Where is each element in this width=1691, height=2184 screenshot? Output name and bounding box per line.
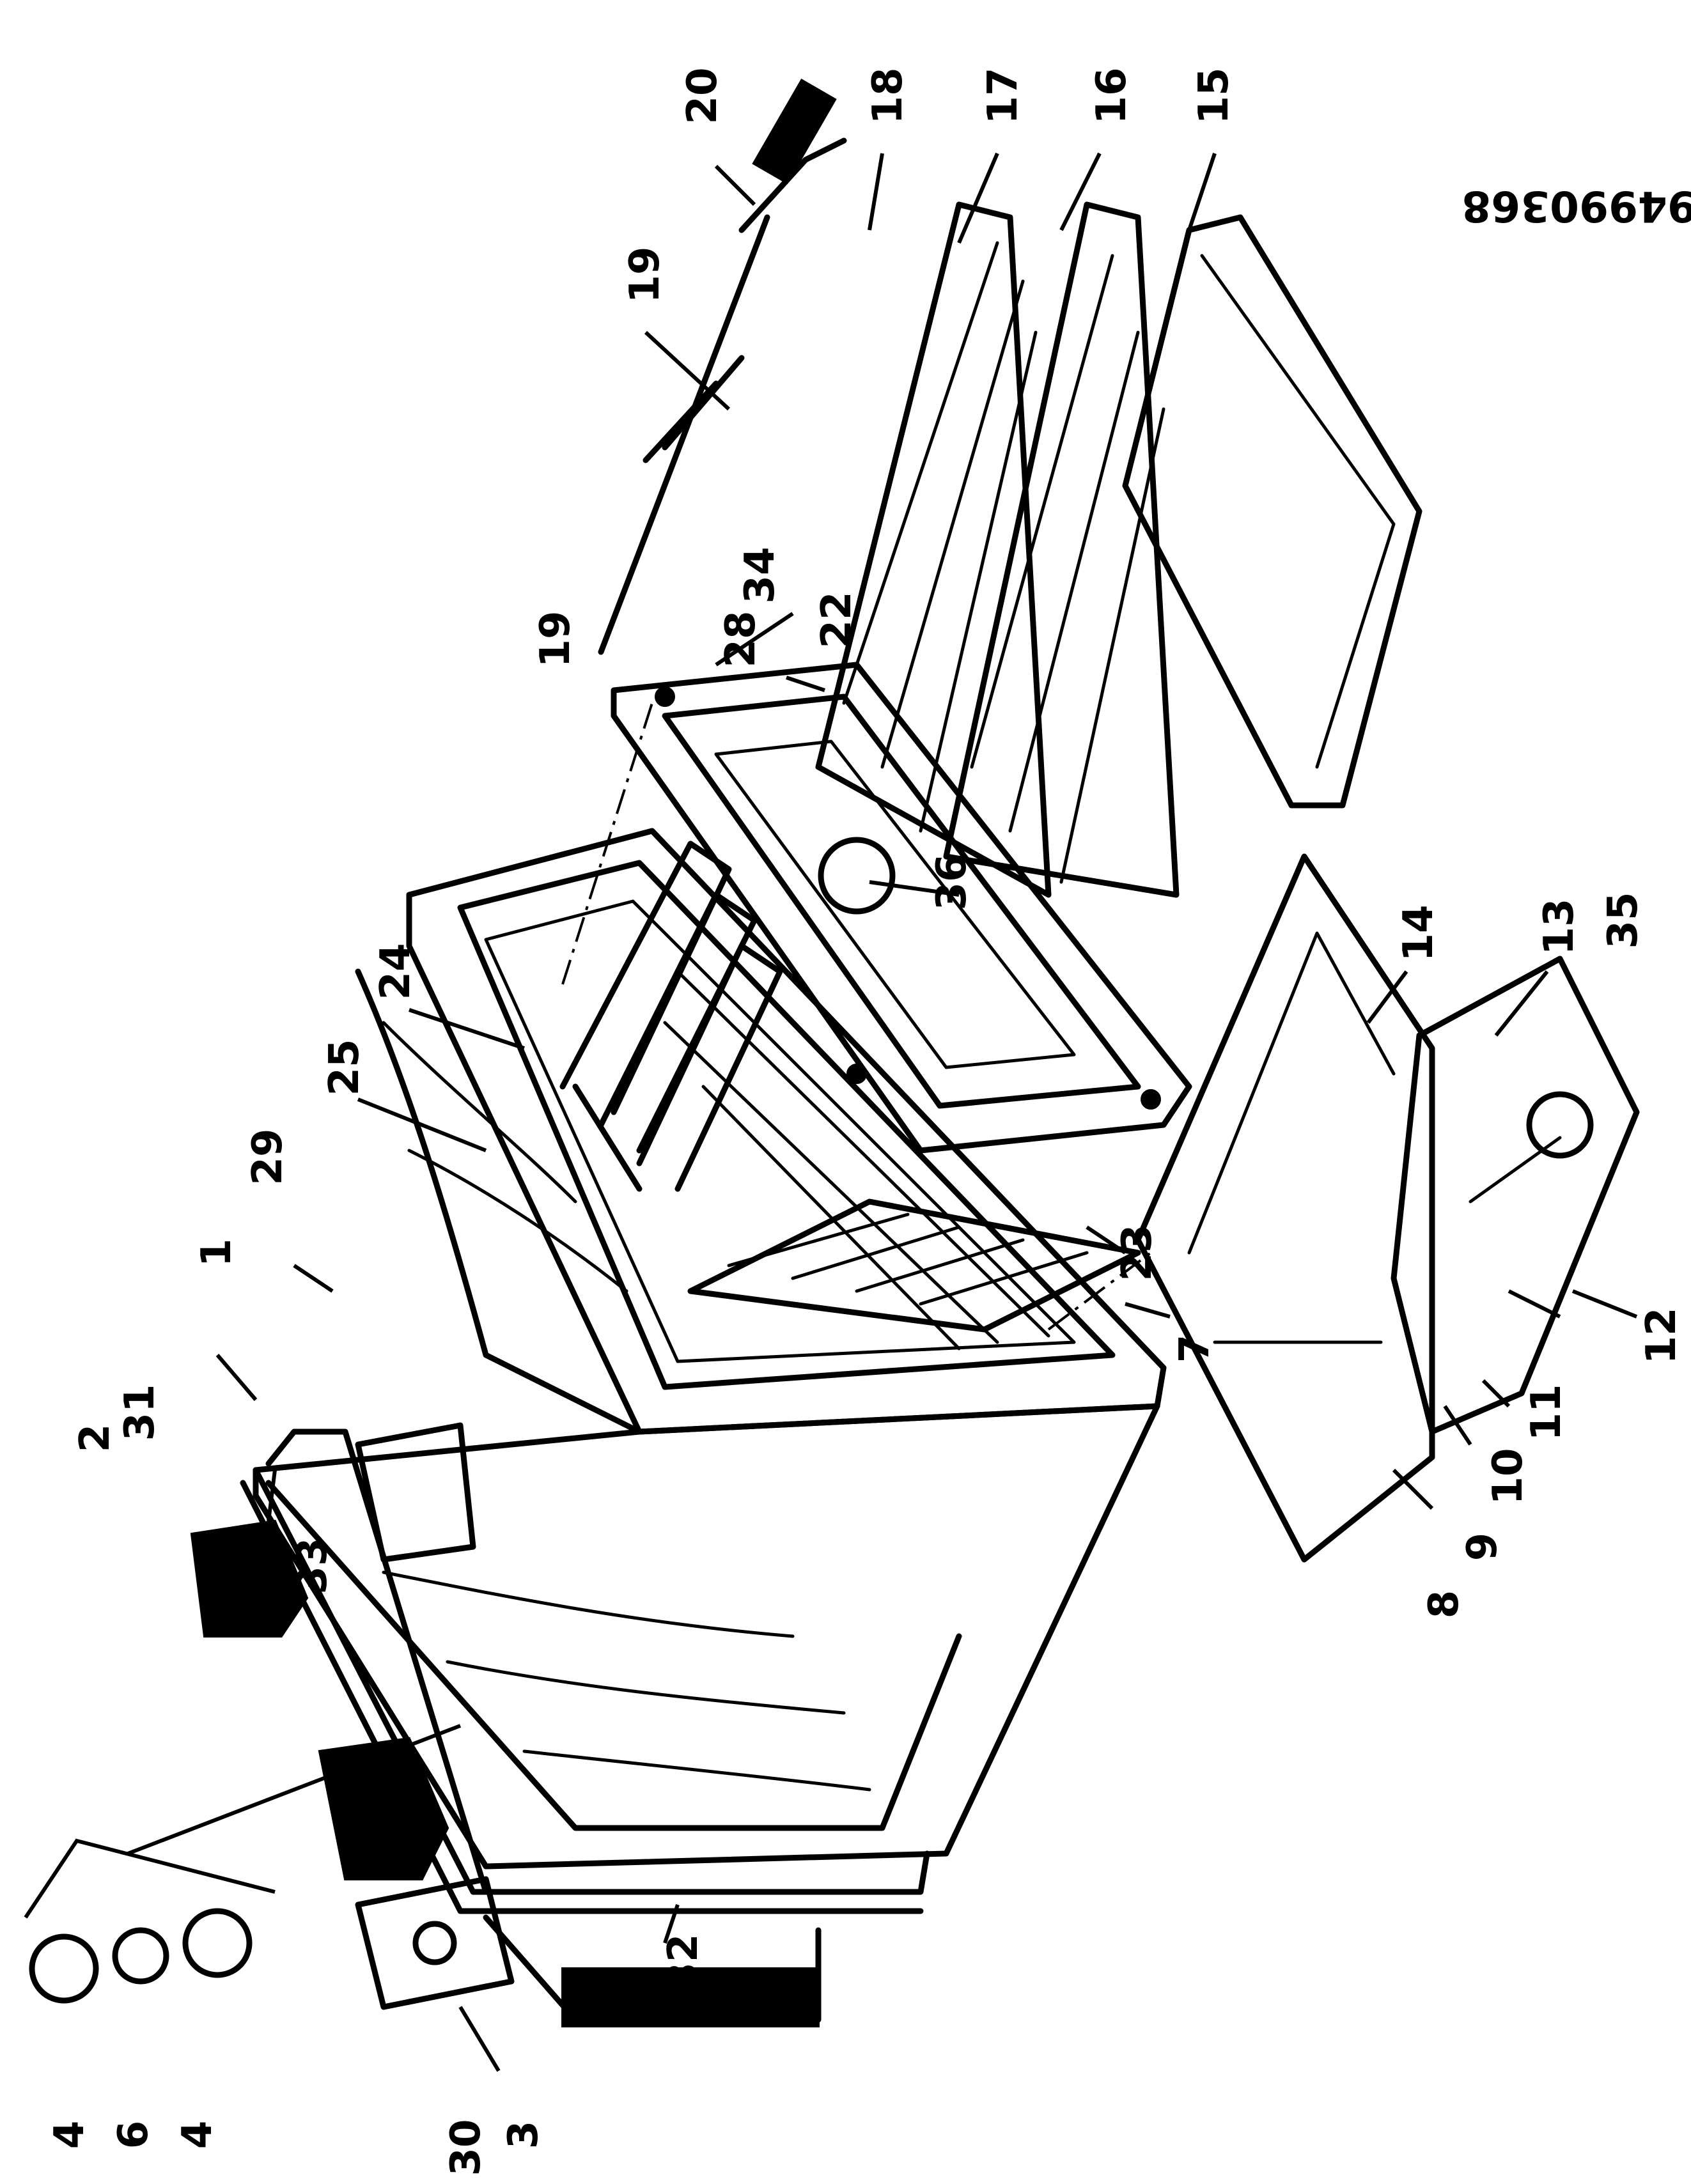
leader-lines bbox=[215, 152, 1638, 2072]
callout: 4 bbox=[46, 2121, 93, 2149]
callout: 3 bbox=[500, 2121, 547, 2149]
callout: 8 bbox=[1421, 1590, 1468, 1619]
callout: 24 bbox=[372, 943, 419, 1000]
callout: 7 bbox=[1171, 1335, 1219, 1363]
callout: 23 bbox=[1114, 1224, 1161, 1281]
callout: 19 bbox=[532, 610, 579, 667]
callout: 30 bbox=[442, 2119, 490, 2176]
callout: 28 bbox=[717, 610, 765, 667]
callout: 11 bbox=[1523, 1384, 1570, 1441]
callout: 6 bbox=[110, 2121, 157, 2149]
callout: 31 bbox=[116, 1384, 164, 1441]
callout: 2 bbox=[72, 1424, 119, 1453]
callout: 29 bbox=[244, 1128, 292, 1185]
callout: 1 bbox=[193, 1239, 240, 1267]
callout: 33 bbox=[289, 1537, 336, 1594]
callout: 15 bbox=[1190, 67, 1238, 124]
burner-plate bbox=[1391, 956, 1640, 1435]
callout: 12 bbox=[1638, 1307, 1685, 1364]
callout: 32 bbox=[660, 1933, 707, 1990]
callout: 36 bbox=[928, 853, 976, 910]
drawing-code: 94990368 bbox=[1461, 182, 1691, 231]
callout: 4 bbox=[174, 2121, 221, 2149]
callout: 35 bbox=[1600, 892, 1647, 949]
callout: 17 bbox=[979, 67, 1027, 124]
callout: 19 bbox=[621, 246, 669, 303]
callout: 9 bbox=[1459, 1533, 1506, 1561]
rotisserie-spit bbox=[598, 78, 847, 655]
baking-tray bbox=[1122, 214, 1422, 809]
callout: 18 bbox=[864, 67, 912, 124]
callout: 22 bbox=[813, 591, 861, 648]
callout: 14 bbox=[1395, 904, 1442, 961]
oven-door bbox=[611, 662, 1192, 1154]
thermostat-assembly bbox=[24, 1724, 515, 2010]
side-rack bbox=[687, 1198, 1141, 1333]
callout: 20 bbox=[679, 67, 726, 124]
shelf-racks bbox=[815, 201, 1180, 898]
callout: 25 bbox=[321, 1039, 368, 1096]
callout: 13 bbox=[1536, 898, 1583, 955]
callout: 34 bbox=[736, 546, 784, 603]
bottom-plate bbox=[1135, 853, 1435, 1563]
callouts: 1 2 3 4 4 6 7 8 9 10 11 12 13 14 15 16 1… bbox=[46, 67, 1685, 2176]
oven-body bbox=[190, 828, 1167, 2027]
callout: 16 bbox=[1088, 67, 1135, 124]
callout: 10 bbox=[1484, 1448, 1532, 1505]
